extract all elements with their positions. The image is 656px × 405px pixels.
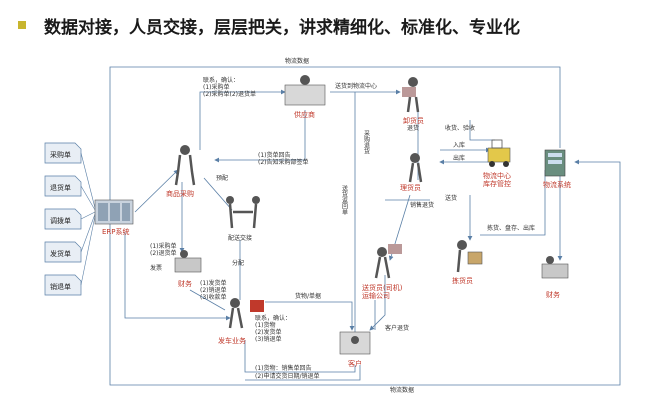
ship-label-3: (3)销退单 — [255, 335, 282, 343]
inbound-label: 收货、验收 — [445, 124, 475, 132]
purchase-label-2: (2)退货单 — [150, 249, 177, 257]
shipping-label: 发车业务 — [218, 336, 246, 345]
doc-list: 采购单 退货单 调拨单 发货单 销退单 — [44, 142, 96, 296]
supplier-figure: 供应商 — [284, 75, 326, 119]
ship-label-1: (1)货物 — [255, 321, 276, 329]
ship-confirm-label: 联系，确认： — [255, 314, 291, 322]
confirm-top-label: 联系，确认： — [203, 76, 239, 84]
buyer-docs-label-2: (2)采购单(2)退货单 — [203, 90, 256, 98]
vertical-label-2: 送货返回单 — [341, 184, 348, 216]
buyer-docs-label-1: (1)采购单 — [203, 83, 230, 91]
vertical-label-1: 采购退货 — [363, 129, 370, 155]
bottom-data-label: 物流数据 — [390, 386, 414, 394]
cust-label-1: (1)货物：销售单回告 — [255, 364, 312, 372]
doc-purchase: 采购单 — [44, 142, 82, 164]
doc-transfer: 调拨单 — [44, 208, 82, 230]
buyer-label: 商品采购 — [166, 189, 194, 198]
packer-label: 拣货员 — [452, 276, 473, 285]
fin-label-2: (2)销退单 — [200, 286, 227, 294]
title-bullet — [18, 21, 26, 29]
finance-left-figure: 财务 — [174, 250, 202, 288]
page-title: 数据对接，人员交接，层层把关，讲求精细化、标准化、专业化 — [44, 18, 520, 38]
unload-figure: 卸货员 — [402, 77, 424, 125]
delivery-figure: 送货员(司机) 运输公司 — [362, 244, 405, 300]
customer-figure: 客户 — [339, 331, 371, 368]
cust-label-2: (2)申请交货日期/销退单 — [255, 372, 320, 380]
connector-lines — [109, 66, 621, 386]
doc-return: 退货单 — [44, 175, 82, 197]
sort-label: 拣货、盘存、出库 — [487, 224, 535, 232]
doc-label: 退货单 — [50, 183, 71, 192]
dispatch-label: 分配 — [232, 259, 244, 267]
handover-label: 配送交接 — [228, 234, 252, 242]
handover-figure: 配送交接 — [226, 196, 260, 242]
logistics-label: 物流中心 库存管控 — [483, 171, 513, 188]
sell-return-label: 销售退货 — [410, 201, 434, 209]
to-logistics-label: 送货到物流中心 — [335, 82, 377, 90]
top-data-label: 物流数据 — [285, 57, 309, 65]
delivery-label: 送货员(司机) 运输公司 — [362, 283, 405, 300]
erp-label: ERP系统 — [102, 227, 130, 236]
title-bar: 数据对接，人员交接，层层把关，讲求精细化、标准化、专业化 — [0, 0, 656, 48]
doc-label: 发货单 — [50, 249, 71, 258]
cust-return-label: 客户退货 — [385, 324, 409, 332]
shipping-figure: 发车业务 — [218, 298, 264, 345]
supplier-label: 供应商 — [294, 110, 315, 119]
doc-sales-return: 销退单 — [44, 274, 82, 296]
wms-label: 物流系统 — [543, 180, 571, 189]
deliver-label: 送货 — [445, 194, 457, 202]
finance-right-figure: 财务 — [541, 256, 569, 299]
invoice-label: 发票 — [150, 264, 162, 272]
goods-label: 货物/单据 — [295, 292, 321, 300]
picker-figure: 理货员 — [400, 153, 423, 192]
unload-label: 卸货员 — [403, 116, 424, 125]
finance-left-label: 财务 — [178, 279, 192, 288]
buyer-figure: 商品采购 — [166, 145, 196, 198]
finance-right-label: 财务 — [546, 290, 560, 299]
forklift-figure: 物流中心 库存管控 — [483, 139, 513, 188]
fin-label-3: (3)收款单 — [200, 293, 227, 301]
exit-label: 出库 — [453, 154, 465, 162]
customer-label: 客户 — [348, 359, 362, 368]
erp-system: ERP系统 — [94, 199, 134, 236]
purchase-label-1: (1)采购单 — [150, 242, 177, 250]
packer-figure: 拣货员 — [452, 240, 483, 285]
doc-label: 调拨单 — [50, 216, 71, 225]
doc-label: 采购单 — [50, 150, 71, 159]
assign-label: 预配 — [216, 174, 228, 182]
wms-figure: 物流系统 — [543, 149, 571, 189]
supplier-return-label: (1)货单回告 — [258, 151, 291, 159]
doc-label: 销退单 — [50, 282, 71, 291]
doc-shipment: 发货单 — [44, 241, 82, 263]
fin-label-1: (1)发货单 — [200, 279, 227, 287]
return-goods-label: 退货 — [407, 124, 419, 132]
picker-label: 理货员 — [400, 183, 421, 192]
enter-label: 入库 — [453, 141, 465, 149]
supplier-return-label-2: (2)告知采购部签单 — [258, 158, 309, 166]
ship-label-2: (2)发货单 — [255, 328, 282, 336]
